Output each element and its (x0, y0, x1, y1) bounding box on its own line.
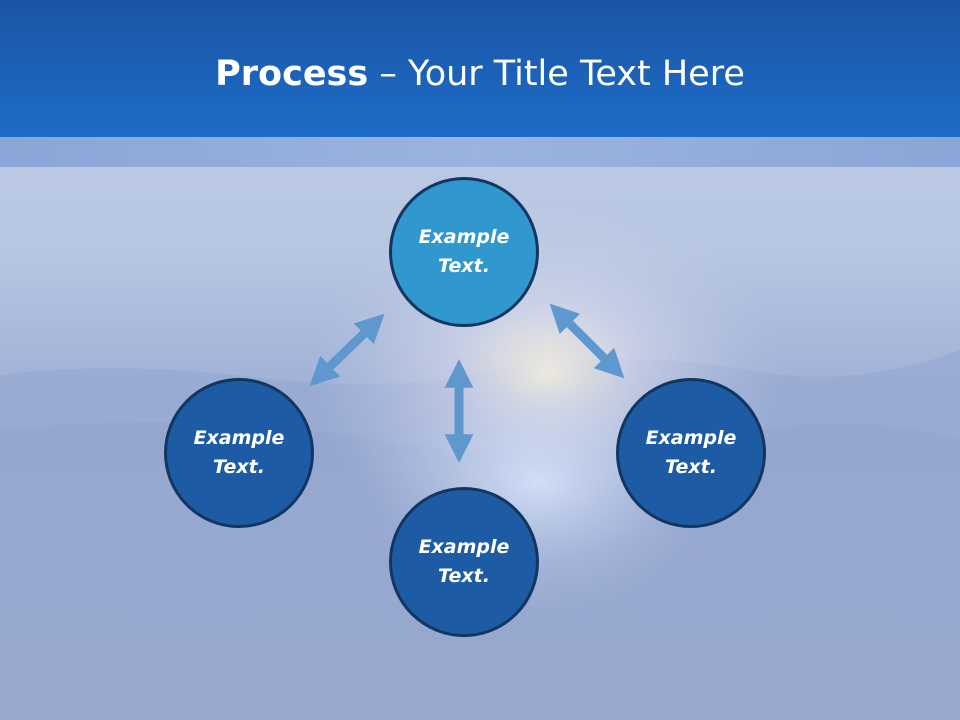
node-label-right: Example Text. (645, 427, 737, 478)
node-label-top: Example Text. (418, 226, 510, 277)
title-bold: Process (215, 54, 369, 94)
process-node-bottom: Example Text. (389, 487, 539, 637)
arrow-top-right (549, 303, 625, 379)
arrow-top-left (309, 313, 385, 387)
node-label-bottom: Example Text. (418, 536, 510, 587)
header-band (0, 137, 960, 167)
title-bar (0, 0, 960, 137)
process-node-right: Example Text. (616, 378, 766, 528)
process-node-top: Example Text. (389, 177, 539, 327)
process-node-left: Example Text. (164, 378, 314, 528)
title-rest: – Your Title Text Here (368, 54, 745, 94)
node-label-left: Example Text. (193, 427, 285, 478)
page-title: Process – Your Title Text Here (0, 52, 960, 96)
